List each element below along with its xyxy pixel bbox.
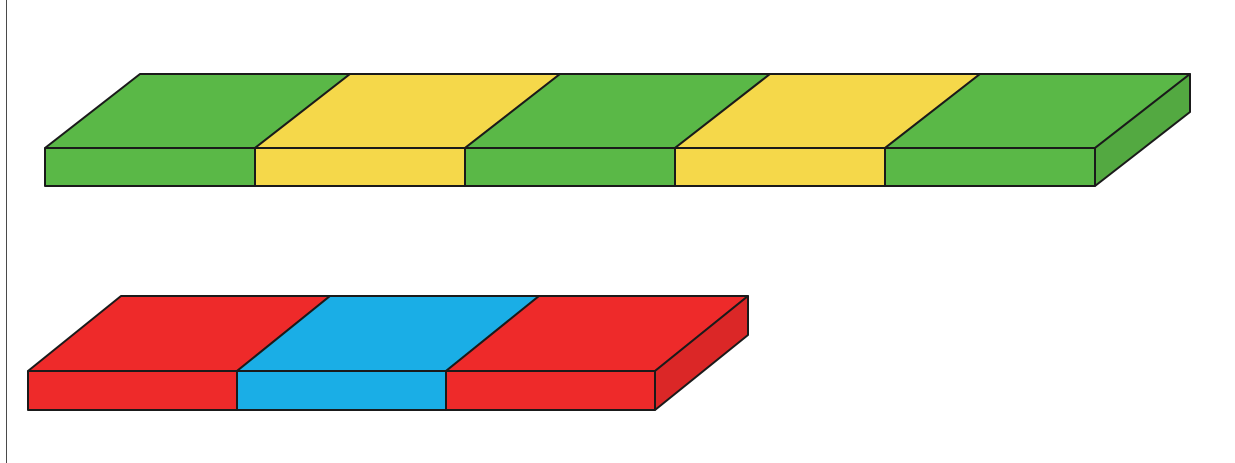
- green-yellow-bar: [45, 74, 1190, 186]
- green-yellow-bar-segment-3-front-green: [465, 148, 675, 186]
- red-blue-bar: [28, 296, 748, 410]
- green-yellow-bar-segment-5-front-green: [885, 148, 1095, 186]
- green-yellow-bar-segment-2-front-yellow: [255, 148, 465, 186]
- red-blue-bar-segment-1-front-red: [28, 371, 237, 410]
- green-yellow-bar-segment-4-front-yellow: [675, 148, 885, 186]
- green-yellow-bar-segment-1-front-green: [45, 148, 255, 186]
- red-blue-bar-segment-3-front-red: [446, 371, 655, 410]
- bars-layer: [28, 74, 1190, 410]
- red-blue-bar-segment-2-front-blue: [237, 371, 446, 410]
